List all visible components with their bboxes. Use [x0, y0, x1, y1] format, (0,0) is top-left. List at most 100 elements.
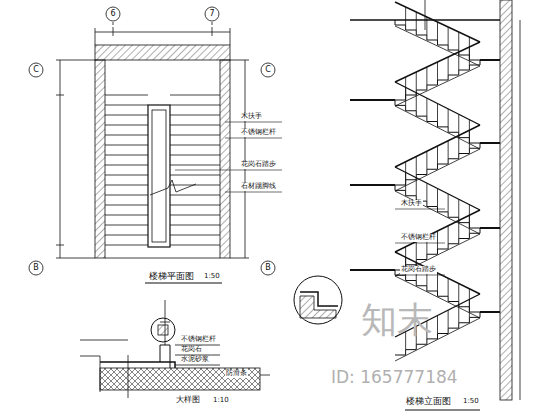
drawing-stroke	[170, 245, 220, 246]
drawing-stroke	[105, 225, 148, 226]
drawing-stroke	[480, 142, 500, 144]
material-note: 不锈钢栏杆	[240, 129, 277, 137]
drawing-stroke	[230, 28, 231, 45]
drawing-stroke	[395, 167, 480, 210]
drawing-stroke	[225, 192, 282, 193]
drawing-stroke	[100, 362, 175, 368]
drawing-stroke	[480, 227, 500, 229]
drawing-stroke	[170, 175, 220, 176]
drawing-stroke	[448, 226, 449, 244]
drawing-stroke	[437, 231, 438, 249]
drawing-stroke	[95, 32, 230, 33]
drawing-stroke	[294, 276, 342, 324]
material-note: 木扶手	[240, 113, 263, 121]
drawing-stroke	[426, 151, 427, 169]
drawing-stroke	[437, 273, 438, 291]
drawing-stroke	[95, 60, 105, 258]
drawing-stroke	[225, 138, 282, 139]
drawing-stroke	[395, 228, 480, 270]
drawing-stroke	[95, 28, 96, 45]
drawing-stroke	[416, 12, 417, 30]
drawing-stroke	[170, 105, 220, 106]
drawing-stroke	[105, 155, 148, 156]
material-note: 石材踢脚线	[240, 183, 277, 191]
drawing-stroke	[458, 52, 459, 70]
drawing-stroke	[437, 22, 438, 40]
drawing-stroke	[500, 0, 512, 400]
drawing-stroke	[416, 242, 417, 260]
drawing-stroke	[395, 100, 480, 143]
drawing-stroke	[170, 205, 220, 206]
drawing-stroke	[350, 269, 395, 271]
material-note: 花岗石踏步	[400, 266, 437, 274]
drawing-stroke	[395, 275, 445, 276]
drawing-stroke	[148, 105, 170, 247]
drawing-stroke	[175, 170, 282, 171]
drawing-stroke	[395, 42, 480, 82]
scale-note: 1:10	[212, 397, 230, 405]
drawing-stroke	[458, 284, 459, 302]
drawing-stroke	[395, 143, 480, 185]
drawing-stroke	[170, 165, 220, 166]
grid-letter: B	[32, 264, 40, 273]
drawing-stroke	[220, 60, 230, 258]
drawing-stroke	[170, 145, 220, 146]
grid-number: 6	[109, 10, 116, 19]
drawing-stroke	[170, 215, 220, 216]
drawing-stroke	[128, 355, 129, 398]
drawing-stroke	[170, 125, 220, 126]
drawing-stroke	[105, 215, 148, 216]
drawing-stroke	[458, 32, 459, 50]
scale-note: 1:50	[203, 273, 221, 281]
drawing-stroke	[350, 184, 395, 186]
grid-letter: B	[264, 264, 272, 273]
drawing-stroke	[426, 67, 427, 85]
drawing-stroke	[260, 375, 270, 376]
drawing-stroke	[437, 316, 438, 334]
drawing-stroke	[448, 27, 449, 45]
drawing-stroke	[230, 60, 249, 61]
drawing-stroke	[448, 194, 449, 212]
grid-bubbles	[29, 7, 275, 275]
drawing-stroke	[170, 235, 220, 236]
drawing-stroke	[170, 115, 220, 116]
view-title: 大样图	[175, 396, 201, 405]
drawing-stroke	[170, 155, 220, 156]
drawing-stroke	[426, 183, 427, 201]
view-title: 楼梯立面图	[405, 397, 452, 407]
drawing-stroke	[105, 245, 148, 246]
drawing-stroke	[80, 340, 128, 341]
drawing-stroke	[416, 72, 417, 90]
drawing-stroke	[469, 299, 470, 317]
drawing-stroke	[105, 135, 148, 136]
drawing-stroke	[160, 345, 170, 368]
drawing-stroke	[170, 135, 220, 136]
drawing-stroke	[416, 157, 417, 175]
drawing-stroke	[95, 45, 230, 60]
drawing-stroke	[261, 261, 275, 275]
drawing-stroke	[395, 209, 445, 210]
drawing-stroke	[80, 356, 100, 357]
drawing-stroke	[437, 104, 438, 122]
drawing-stroke	[458, 136, 459, 154]
drawing-stroke	[170, 225, 220, 226]
material-note: 不锈钢栏杆	[400, 234, 437, 242]
drawing-stroke	[395, 60, 480, 100]
stair-section	[294, 0, 520, 400]
drawing-stroke	[170, 185, 220, 186]
drawing-stroke	[480, 59, 500, 61]
drawing-stroke	[395, 210, 480, 252]
drawing-stroke	[105, 185, 148, 186]
drawing-stroke	[395, 125, 480, 167]
drawing-stroke	[170, 95, 220, 96]
drawing-stroke	[426, 17, 427, 35]
drawing-stroke	[469, 130, 470, 148]
drawing-stroke	[416, 93, 417, 111]
drawing-stroke	[261, 63, 275, 77]
watermark-id: ID: 165777184	[330, 368, 459, 387]
drawing-stroke	[448, 141, 449, 159]
drawing-stroke	[105, 258, 220, 259]
drawing-stroke	[212, 28, 213, 36]
drawing-stroke	[405, 87, 406, 105]
